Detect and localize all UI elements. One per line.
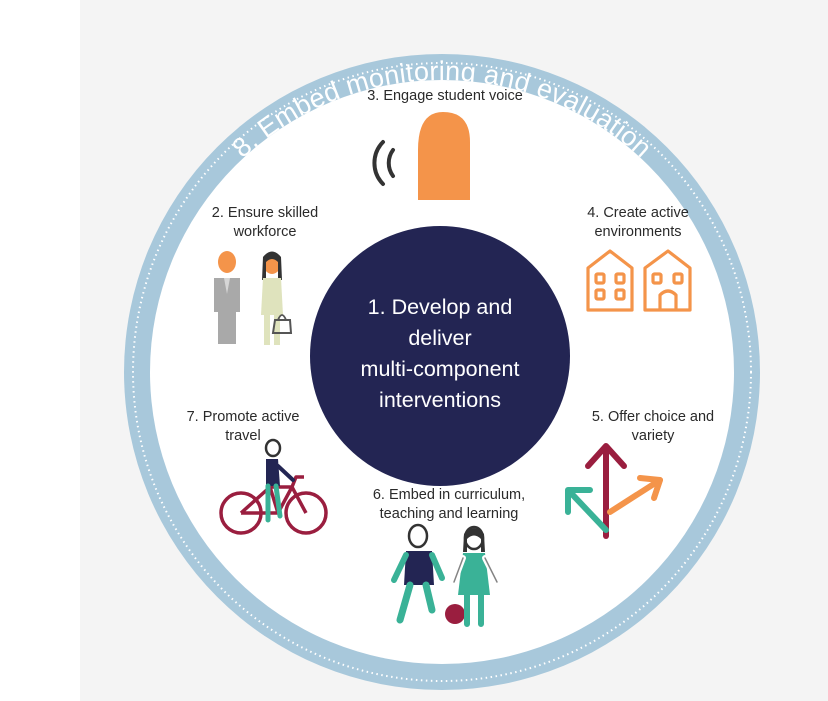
center-circle (310, 226, 570, 486)
step-6-line-1: 6. Embed in curriculum, (372, 487, 526, 503)
center-label: 1. Develop and deliver multi-component i… (318, 292, 562, 416)
cyclist-icon (219, 438, 328, 535)
step-7-line-2: travel (225, 428, 261, 444)
step-5-line-2: variety (631, 428, 675, 444)
step-7-label: 7. Promote active travel (168, 408, 318, 446)
step-4-line-2: environments (594, 224, 682, 240)
step-4-line-1: 4. Create active (587, 205, 689, 221)
step-3-label: 3. Engage student voice (330, 87, 560, 106)
pupils-with-ball-icon (391, 523, 500, 627)
step-4-label: 4. Create active environments (558, 204, 718, 242)
step-2-line-2: workforce (233, 224, 297, 240)
ring-dotted-line (132, 62, 752, 682)
step-2-label: 2. Ensure skilled workforce (190, 204, 340, 242)
staff-figures-icon (214, 251, 293, 345)
step-3-line-1: 3. Engage student voice (367, 88, 523, 104)
step-5-label: 5. Offer choice and variety (568, 408, 738, 446)
speaking-head-icon (372, 112, 470, 200)
center-line-4: interventions (379, 388, 501, 412)
step-6-label: 6. Embed in curriculum, teaching and lea… (352, 486, 546, 524)
center-line-3: multi-component (360, 357, 520, 381)
step-6-line-2: teaching and learning (379, 506, 519, 522)
houses-icon (586, 249, 692, 312)
step-7-line-1: 7. Promote active (186, 409, 300, 425)
branching-arrows-icon (565, 443, 663, 539)
step-2-line-1: 2. Ensure skilled (211, 205, 319, 221)
center-line-2: deliver (408, 326, 472, 350)
center-line-1: 1. Develop and (367, 295, 513, 319)
step-5-line-1: 5. Offer choice and (591, 409, 715, 425)
